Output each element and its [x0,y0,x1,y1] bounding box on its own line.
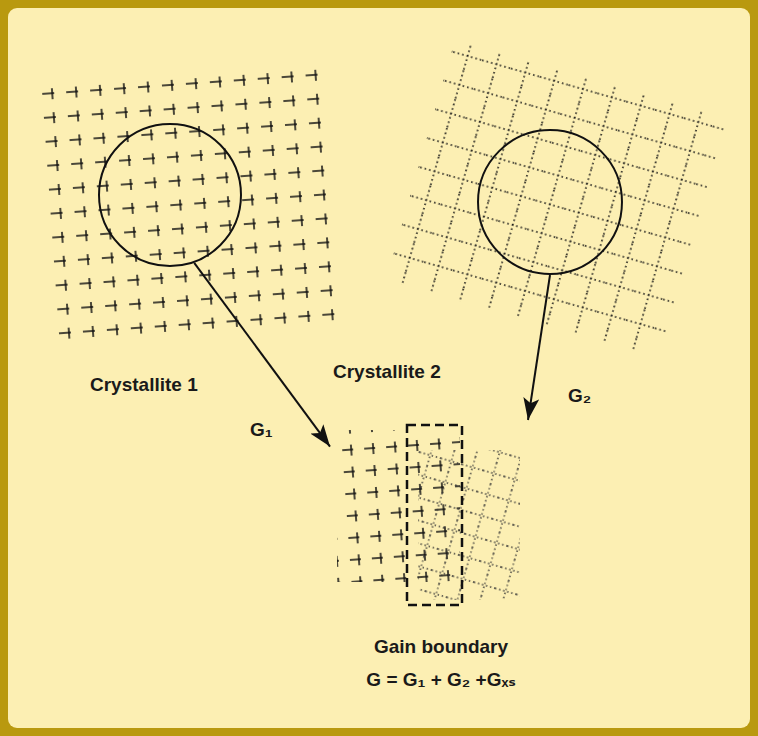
energy-label: G₁ [250,418,273,442]
circle-outline [478,130,622,274]
grain-boundary-figure: Gain boundaryG = G₁ + G₂ +Gₓₛ [330,420,530,610]
circle-outline [98,123,242,267]
node-label: Crystallite 1 [90,373,198,397]
node-label: Crystallite 2 [333,360,441,384]
crystallite-circle: Crystallite 1 [98,123,242,267]
circle-outline [477,129,623,275]
arrow-connector [194,263,330,447]
arrow-connector [528,275,550,420]
crystallite-1-lattice [39,59,337,346]
node-label: Gain boundary [281,635,601,659]
circle-outline [99,124,241,266]
crystallite-2-lattice [386,40,728,358]
boundary-lattice-2 [418,450,520,600]
energy-label: G₂ [568,384,591,408]
boundary-region-box [407,425,462,605]
formula-label: G = G₁ + G₂ +Gₓₛ [281,668,601,692]
crystallite-circle: Crystallite 2 [477,129,623,275]
